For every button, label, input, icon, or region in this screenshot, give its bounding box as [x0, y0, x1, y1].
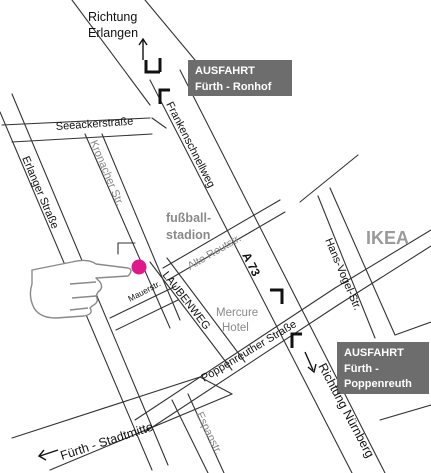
alte-reut-road-edge-2	[167, 211, 286, 281]
a73-road-edge-2	[179, 69, 386, 473]
laubenweg-road-edge-2	[166, 257, 246, 363]
road-label-frankenschnellweg: Frankenschnellweg	[163, 100, 217, 190]
kronacher-road-edge-2	[101, 133, 181, 321]
stadtmitte-road-edge-2	[49, 393, 233, 471]
landmark-stadium-line-1: fußball-	[166, 211, 211, 225]
landmark-hotel-line-2: Hotel	[222, 322, 249, 334]
exit-box-north	[188, 60, 292, 96]
stadtmitte-road-edge-1	[11, 376, 201, 439]
road-label-kronacher: Kronacher Str.	[87, 138, 126, 207]
pointing-hand-icon	[29, 259, 132, 319]
seeacker-joint	[151, 117, 167, 129]
landmark-hotel-line-1: Mercure	[216, 307, 258, 319]
hans-vogel-road-edge-1	[317, 195, 376, 339]
ikea-road	[299, 154, 359, 203]
east-road	[394, 321, 431, 336]
exit-south-line-2: Poppenreuth	[344, 378, 412, 390]
bracket-north-1	[144, 60, 160, 74]
mauerstr-road-edge-1	[109, 285, 177, 319]
espan-road-edge-1	[171, 399, 209, 473]
direction-north-line-1: Richtung	[88, 10, 137, 24]
exit-north-title: AUSFAHRT	[195, 65, 255, 77]
arrow-icon	[37, 449, 59, 461]
poppenreuther-road-edge-4	[334, 229, 431, 289]
exit-north-name: Fürth - Ronhof	[195, 81, 272, 93]
a73-road-edge-1	[149, 79, 353, 473]
exit-south-line-1: Fürth -	[344, 363, 379, 375]
road-label-erlanger: Erlanger Straße	[19, 154, 60, 230]
alte-reut-road-edge-1	[162, 199, 281, 269]
road-label-poppenreuther: Poppenreuther Straße	[199, 318, 298, 384]
exit-box-south	[337, 342, 429, 394]
road-label-mauerstr: Mauerstr.	[126, 278, 162, 303]
arrow-icon	[304, 351, 317, 374]
road-label-a73: A 73	[239, 250, 263, 279]
arrow-icon	[138, 37, 148, 60]
location-marker-icon	[131, 259, 147, 275]
seeacker-road-edge-2	[11, 133, 153, 143]
laubenweg-road-edge-1	[149, 261, 233, 371]
poppenreuther-road-edge-1	[134, 287, 336, 421]
mauerstr-road-edge-2	[115, 299, 179, 331]
north-road-edge-1	[71, 0, 151, 106]
espan-road-edge-2	[187, 393, 225, 473]
exit-sign-south: AUSFAHRT Fürth - Poppenreuth	[337, 342, 429, 394]
poppenreuther-road-edge-3	[337, 245, 431, 306]
exit-sign-north: AUSFAHRT Fürth - Ronhof	[188, 60, 292, 96]
landmark-stadium-line-2: stadion	[166, 228, 210, 242]
road-label-seeackerstrasse: Seeackerstraße	[55, 116, 133, 133]
road-label-espanstr: Espanstr.	[193, 410, 224, 456]
landmark-ikea: IKEA	[366, 228, 409, 248]
exit-south-title: AUSFAHRT	[344, 347, 404, 359]
bracket-south-2	[290, 332, 302, 348]
direction-north-line-2: Erlangen	[88, 26, 138, 40]
bracket-north-3	[158, 88, 170, 104]
hans-vogel-road-edge-2	[329, 187, 396, 336]
southeast-road	[379, 404, 431, 421]
bracket-south-1	[270, 288, 284, 304]
stadtmitte-joint	[199, 376, 233, 395]
highway-brackets	[144, 58, 302, 348]
seeacker-road-edge-1	[1, 117, 151, 126]
